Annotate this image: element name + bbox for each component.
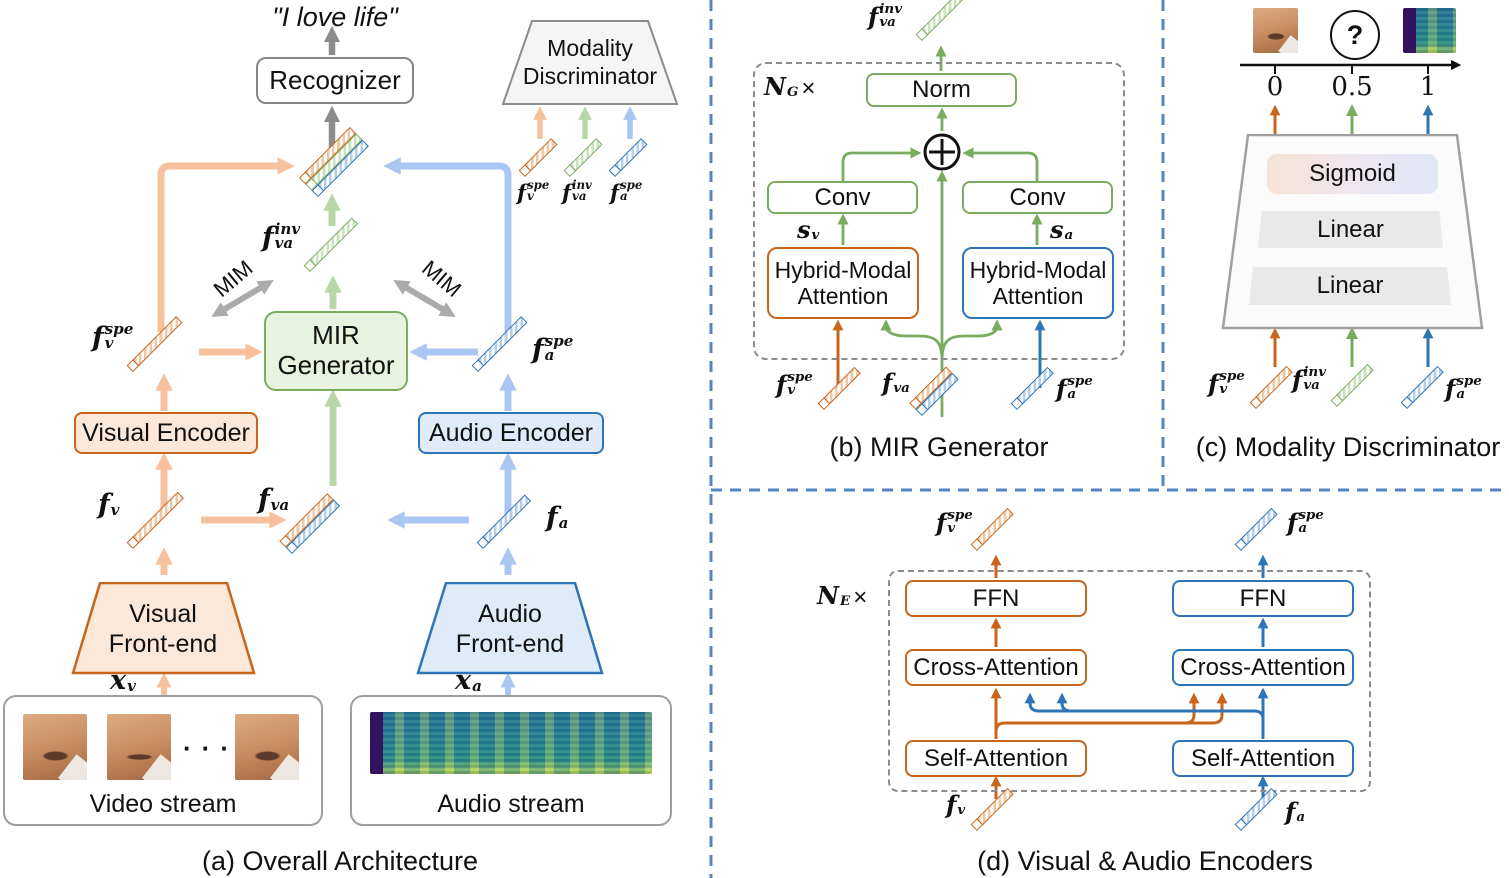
arrow-conv-left-to-sum — [841, 147, 922, 181]
arrow-audio-kv-2 — [1024, 692, 1102, 713]
caption-panel-c: (c) Modality Discriminator — [1195, 432, 1501, 462]
transcript-text: "I love life" — [272, 2, 398, 32]
axis-tick-1: 1 — [1419, 72, 1437, 102]
ffn-visual-box: FFN — [905, 580, 1087, 617]
caption-panel-b: (b) MIR Generator — [829, 432, 1049, 462]
arrow-conv-right-to-sum — [962, 147, 1039, 181]
ffn-audio-box: FFN — [1172, 580, 1354, 617]
recognizer-box: Recognizer — [256, 57, 414, 104]
score-axis-ticks — [1274, 64, 1429, 74]
visual-sample-image — [1253, 8, 1298, 53]
linear-bottom-box: Linear — [1249, 267, 1451, 305]
cross-attention-audio-box: Cross-Attention — [1172, 649, 1354, 686]
arrow-visual-kv-2 — [1148, 692, 1228, 725]
audio-encoder-box: Audio Encoder — [418, 412, 604, 454]
ellipsis-dots: ··· — [183, 733, 239, 763]
self-attention-audio-box: Self-Attention — [1172, 740, 1354, 777]
sigmoid-box: Sigmoid — [1267, 154, 1438, 194]
self-attention-visual-box: Self-Attention — [905, 740, 1087, 777]
conv-left-box: Conv — [767, 181, 918, 214]
video-frame-image-1 — [23, 714, 87, 780]
encoder-repeat-block — [888, 570, 1371, 792]
arrow-fva-to-attn-left — [880, 319, 944, 361]
video-stream-label: Video stream — [89, 790, 237, 818]
modality-discriminator-trapezoid: Modality Discriminator — [500, 20, 680, 106]
cross-attention-visual-box: Cross-Attention — [905, 649, 1087, 686]
arrow-mim-left — [211, 280, 274, 317]
spectrogram-image — [370, 712, 652, 774]
audio-sample-image — [1403, 8, 1456, 53]
arrow-fva-to-attn-right — [940, 319, 1003, 361]
caption-panel-a: (a) Overall Architecture — [201, 846, 479, 876]
mir-repeat-block — [753, 62, 1125, 360]
visual-encoder-box: Visual Encoder — [74, 412, 258, 454]
arrow-faspe-to-concat — [383, 157, 512, 332]
question-mark-icon: ? — [1330, 10, 1380, 60]
norm-box: Norm — [866, 73, 1017, 107]
arrow-mim-right — [393, 280, 456, 317]
linear-top-box: Linear — [1258, 211, 1443, 248]
video-frame-image-3 — [235, 714, 299, 780]
video-frame-image-2 — [107, 714, 171, 780]
axis-tick-0: 0 — [1266, 72, 1284, 102]
conv-right-box: Conv — [962, 181, 1113, 214]
audio-stream-label: Audio stream — [437, 790, 585, 818]
caption-panel-d: (d) Visual & Audio Encoders — [977, 846, 1313, 876]
axis-tick-05: 0.5 — [1331, 72, 1373, 102]
circled-plus-cross — [929, 139, 955, 165]
arrow-fvspe-to-concat — [157, 157, 295, 332]
